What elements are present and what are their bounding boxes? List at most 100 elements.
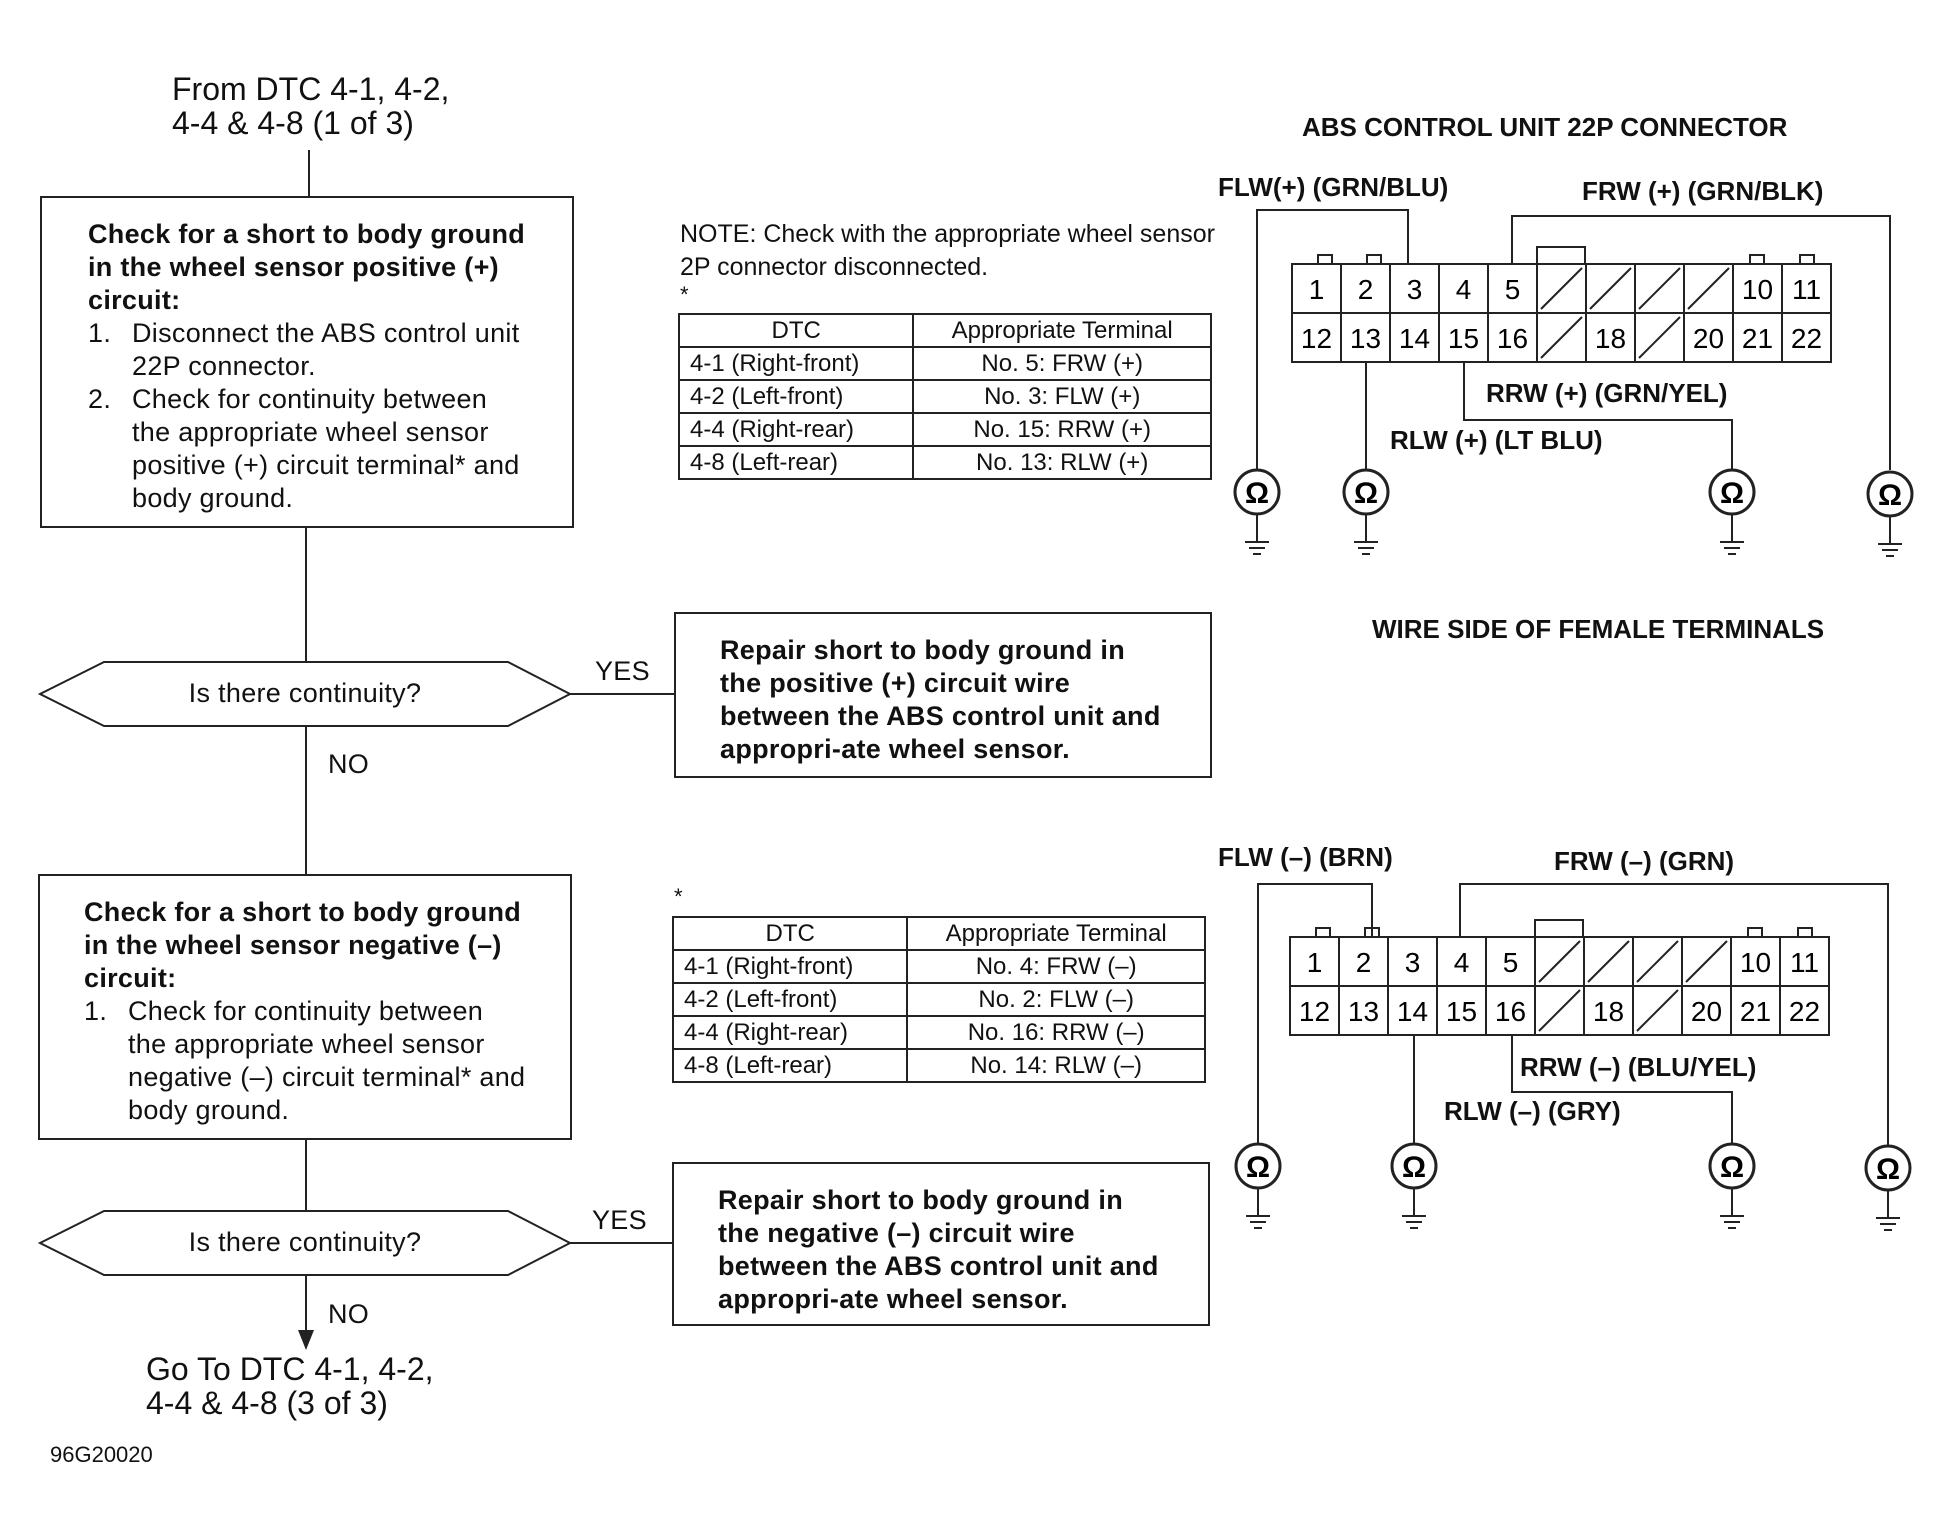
empty-cavity-slash — [1636, 940, 1679, 983]
list-item: 2.Check for continuity between the appro… — [88, 384, 520, 513]
yes-label-1: YES — [595, 656, 650, 686]
pin-number: 5 — [1505, 274, 1521, 305]
connector-subtitle: WIRE SIDE OF FEMALE TERMINALS — [1372, 614, 1825, 644]
wire-label-rlw-negative: RLW (–) (GRY) — [1444, 1096, 1621, 1126]
note-text: NOTE: Check with the appropriate wheel s… — [680, 220, 1215, 281]
empty-cavity-slash — [1540, 267, 1583, 310]
ohm-symbol: Ω — [1354, 477, 1378, 510]
ohm-symbol: Ω — [1402, 1151, 1426, 1184]
pin-number: 2 — [1358, 274, 1374, 305]
note-asterisk: * — [680, 282, 689, 307]
empty-cavity-slash — [1636, 989, 1679, 1032]
end-label-line2: 4-4 & 4-8 (3 of 3) — [146, 1385, 388, 1421]
table-header-terminal: Appropriate Terminal — [912, 313, 1212, 348]
wire-frw-positive — [1511, 215, 1891, 470]
wire-label-frw-negative: FRW (–) (GRN) — [1554, 846, 1735, 876]
table-header-dtc: DTC — [677, 313, 915, 348]
wire-label-rrw-positive: RRW (+) (GRN/YEL) — [1486, 378, 1728, 408]
connector-latch — [1536, 246, 1586, 265]
end-label: Go To DTC 4-1, 4-2, 4-4 & 4-8 (3 of 3) — [146, 1352, 434, 1420]
connector-tab — [1366, 254, 1382, 265]
table-row: 4-8 (Left-rear)No. 14: RLW (–) — [671, 1048, 1206, 1083]
table-row: 4-4 (Right-rear)No. 15: RRW (+) — [677, 412, 1212, 447]
list-item: 1.Disconnect the ABS control unit 22P co… — [88, 318, 520, 381]
connector-tab — [1317, 254, 1333, 265]
table-header-dtc: DTC — [671, 916, 909, 951]
pin-number: 16 — [1495, 996, 1526, 1027]
pin-number: 20 — [1693, 323, 1724, 354]
table-row: 4-2 (Left-front)No. 3: FLW (+) — [677, 379, 1212, 414]
decision-1-text: Is there continuity? — [188, 678, 422, 708]
table-row: 4-1 (Right-front)No. 4: FRW (–) — [671, 949, 1206, 984]
wire-label-rrw-negative: RRW (–) (BLU/YEL) — [1520, 1052, 1757, 1082]
repair-negative-box: Repair short to body ground in the negat… — [672, 1162, 1210, 1326]
table-row: 4-2 (Left-front)No. 2: FLW (–) — [671, 982, 1206, 1017]
pin-number: 15 — [1448, 323, 1479, 354]
connector-latch — [1534, 919, 1584, 938]
connector-tab — [1799, 254, 1815, 265]
decision-diamond-2 — [37, 1210, 573, 1276]
decision-diamond-1 — [37, 661, 573, 727]
ohm-symbol: Ω — [1878, 479, 1902, 512]
table-row: 4-8 (Left-rear)No. 13: RLW (+) — [677, 445, 1212, 480]
pin-number: 12 — [1301, 323, 1332, 354]
no-label-2: NO — [328, 1299, 370, 1329]
pin-number: 12 — [1299, 996, 1330, 1027]
wire-flw-negative — [1257, 883, 1373, 1144]
table-header-terminal: Appropriate Terminal — [906, 916, 1206, 951]
wire-label-flw-positive: FLW(+) (GRN/BLU) — [1218, 172, 1449, 202]
ohm-symbol: Ω — [1876, 1153, 1900, 1186]
wire-rrw-negative — [1511, 1035, 1733, 1144]
pin-number: 22 — [1791, 323, 1822, 354]
pin-number: 4 — [1456, 274, 1472, 305]
pin-number: 10 — [1742, 274, 1773, 305]
pin-number: 4 — [1454, 947, 1470, 978]
start-label-line1: From DTC 4-1, 4-2, — [172, 71, 450, 107]
step-negative-list: 1.Check for continuity between the appro… — [84, 995, 528, 1127]
pin-number: 20 — [1691, 996, 1722, 1027]
start-label: From DTC 4-1, 4-2, 4-4 & 4-8 (1 of 3) — [172, 72, 449, 140]
connector-tab — [1747, 927, 1763, 938]
step-positive-heading: Check for a short to body ground in the … — [88, 219, 526, 315]
pin-number: 18 — [1593, 996, 1624, 1027]
step-positive-check-box: Check for a short to body ground in the … — [40, 196, 574, 528]
start-label-line2: 4-4 & 4-8 (1 of 3) — [172, 105, 414, 141]
wire-rrw-positive — [1463, 362, 1733, 470]
end-label-line1: Go To DTC 4-1, 4-2, — [146, 1351, 434, 1387]
repair-negative-text: Repair short to body ground in the negat… — [718, 1185, 1159, 1314]
table-header-row: DTC Appropriate Terminal — [677, 313, 1212, 348]
repair-positive-box: Repair short to body ground in the posit… — [674, 612, 1212, 778]
table-row: 4-1 (Right-front)No. 5: FRW (+) — [677, 346, 1212, 381]
repair-positive-text: Repair short to body ground in the posit… — [720, 635, 1161, 764]
pin-number: 21 — [1742, 323, 1773, 354]
pin-number: 2 — [1356, 947, 1372, 978]
pin-number: 13 — [1348, 996, 1379, 1027]
ohm-symbol: Ω — [1720, 1151, 1744, 1184]
step-positive-list: 1.Disconnect the ABS control unit 22P co… — [88, 317, 530, 515]
empty-cavity-slash — [1687, 267, 1730, 310]
table-negative-terminals: DTC Appropriate Terminal 4-1 (Right-fron… — [671, 916, 1206, 1083]
empty-cavity-slash — [1589, 267, 1632, 310]
empty-cavity-slash — [1587, 940, 1630, 983]
decision-2-text: Is there continuity? — [188, 1227, 422, 1257]
ohm-symbol: Ω — [1245, 477, 1269, 510]
table-positive-terminals: DTC Appropriate Terminal 4-1 (Right-fron… — [677, 313, 1212, 480]
empty-cavity-slash — [1638, 316, 1681, 359]
pin-number: 14 — [1399, 323, 1430, 354]
wire-label-rlw-positive: RLW (+) (LT BLU) — [1390, 425, 1603, 455]
table-row: 4-4 (Right-rear)No. 16: RRW (–) — [671, 1015, 1206, 1050]
no-label-1: NO — [328, 749, 370, 779]
pin-number: 3 — [1407, 274, 1423, 305]
empty-cavity-slash — [1538, 940, 1581, 983]
empty-cavity-slash — [1685, 940, 1728, 983]
connector-tab — [1749, 254, 1765, 265]
pin-number: 22 — [1789, 996, 1820, 1027]
step-negative-check-box: Check for a short to body ground in the … — [38, 874, 572, 1140]
wire-label-frw-positive: FRW (+) (GRN/BLK) — [1582, 176, 1824, 206]
list-item: 1.Check for continuity between the appro… — [84, 996, 526, 1125]
pin-number: 10 — [1740, 947, 1771, 978]
figure-id: 96G20020 — [50, 1442, 153, 1467]
wire-flw-positive — [1256, 209, 1409, 470]
